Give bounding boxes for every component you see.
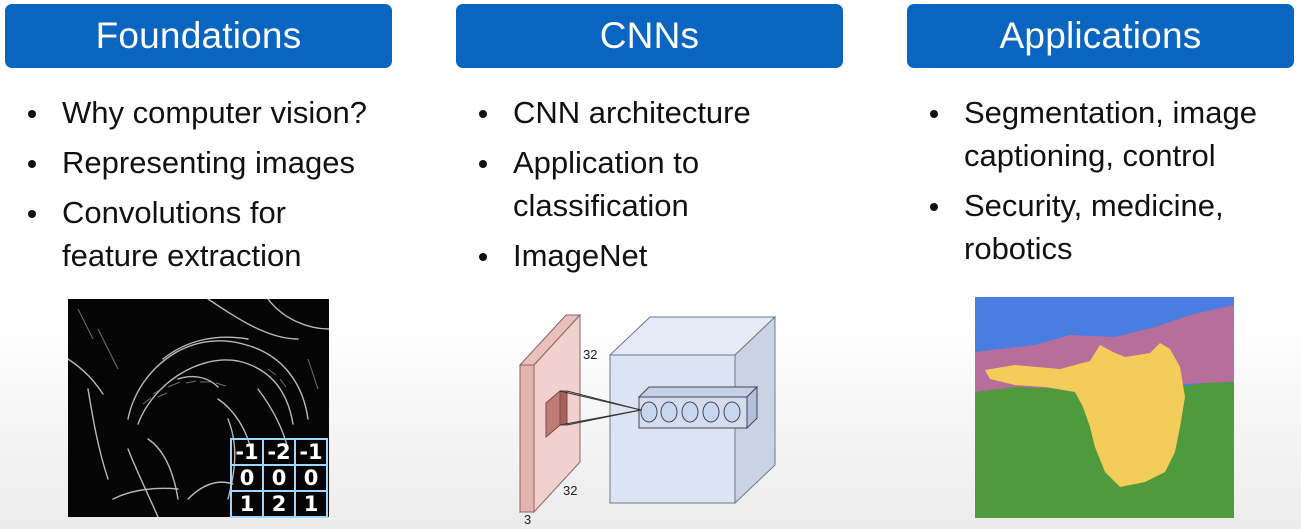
kernel-cell: -2 [263, 439, 295, 465]
kernel-cell: -1 [295, 439, 327, 465]
sobel-kernel-grid: -1 -2 -1 0 0 0 1 2 1 [230, 438, 328, 518]
kernel-cell: 0 [263, 465, 295, 491]
bullet-item: ImageNet [477, 234, 807, 277]
edge-lines [68, 299, 329, 517]
cnn-convolution-diagram: 32 32 3 [518, 313, 777, 527]
segmentation-map [975, 297, 1234, 518]
bullet-item: Convolutions for feature extraction [26, 191, 332, 277]
kernel-cell: 0 [295, 465, 327, 491]
bullet-item: Security, medicine, robotics [928, 184, 1264, 270]
edge-detection-image [68, 299, 329, 517]
cnns-header-label: CNNs [599, 15, 700, 56]
cnns-header: CNNs [456, 4, 843, 68]
bullet-item: Why computer vision? [26, 91, 386, 134]
applications-header: Applications [907, 4, 1294, 68]
kernel-cell: 1 [231, 491, 263, 517]
kernel-cell: 0 [231, 465, 263, 491]
kernel-cell: -1 [231, 439, 263, 465]
cat-region [985, 343, 1185, 487]
foundations-bullet-list: Why computer vision? Representing images… [26, 91, 386, 284]
bullet-item: Segmentation, image captioning, control [928, 91, 1264, 177]
height-label: 32 [583, 347, 597, 362]
applications-bullet-list: Segmentation, image captioning, control … [928, 91, 1258, 277]
bullet-item: Application to classification [477, 141, 723, 227]
kernel-cell: 2 [263, 491, 295, 517]
foundations-header-label: Foundations [95, 15, 302, 56]
bullet-item: CNN architecture [477, 91, 807, 134]
applications-header-label: Applications [999, 15, 1202, 56]
bullet-item: Representing images [26, 141, 386, 184]
width-label: 32 [563, 483, 577, 498]
foundations-header: Foundations [5, 4, 392, 68]
depth-label: 3 [524, 512, 531, 527]
cnns-bullet-list: CNN architecture Application to classifi… [477, 91, 807, 284]
kernel-cell: 1 [295, 491, 327, 517]
